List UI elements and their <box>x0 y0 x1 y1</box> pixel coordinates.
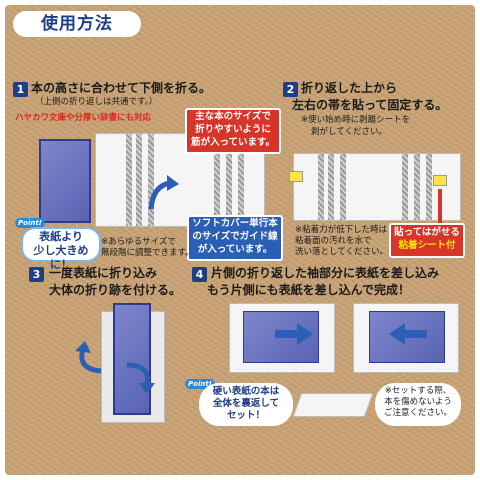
step-1-heading: 本の高さに合わせて下側を折る。 <box>31 81 212 95</box>
right-tape-strip <box>433 175 447 186</box>
adhesive-note: ※粘着力が低下した時は 粘着面の汚れを水で 洗い落としてください。 <box>295 225 388 257</box>
step-3-heading-1: 一度表紙に折り込み <box>49 266 158 280</box>
step-2-note-1: ※使い始め時に剥離シートを <box>301 115 411 125</box>
page-title: 使用方法 <box>13 11 141 37</box>
red-pointer-line <box>438 189 442 225</box>
fold-up-arrow-icon <box>148 175 179 210</box>
step-3-heading-2: 大体の折り跡を付ける。 <box>49 283 182 297</box>
instruction-panel: 使用方法 1 本の高さに合わせて下側を折る。 （上側の折り返しは共通です。） ハ… <box>5 5 475 475</box>
fold-right-arrow-icon <box>126 362 155 394</box>
careful-note: ※セットする際、 本を傷めないよう ご注意ください。 <box>375 383 461 426</box>
folded-sheet-illustration <box>293 153 461 221</box>
step-4-heading-1: 片側の折り返した袖部分に表紙を差し込み <box>211 266 440 280</box>
step-2-number: 2 <box>283 82 298 97</box>
step-4-heading-2: もう片側にも表紙を差し込んで完成！ <box>207 283 411 297</box>
step-1-red-note: ハヤカワ文庫や分厚い辞書にも対応 <box>15 113 152 123</box>
flipped-cover-illustration <box>292 393 374 417</box>
reapplicable-adhesive-callout: 貼ってはがせる 粘着シート付 <box>389 223 465 258</box>
step-2-heading-1: 折り返した上から <box>301 81 398 95</box>
step-1-note: （上側の折り返しは共通です。） <box>35 97 158 107</box>
book-illustration <box>39 139 91 223</box>
step-2-heading-2: 左右の帯を貼って固定する。 <box>292 98 448 112</box>
fold-left-arrow-icon <box>75 341 102 374</box>
guide-line-callout: ソフトカバー単行本 のサイズでガイド線 が入っています。 <box>187 215 283 261</box>
any-size-note: ※あらゆるサイズで 無段階に調整できます。 <box>101 237 194 258</box>
step-1-number: 1 <box>13 82 28 97</box>
hard-cover-tip: 硬い表紙の本は 全体を裏返して セット！ <box>199 383 293 426</box>
insert-left-arrow-icon <box>389 323 427 345</box>
crease-callout: 主な本のサイズで 折りやすいように 筋が入っています。 <box>185 108 281 154</box>
point-tag-2: Point! <box>185 379 215 389</box>
step-2-note-2: 剥がしてください。 <box>311 127 387 137</box>
step-4-number: 4 <box>192 267 207 282</box>
point-tag: Point! <box>15 218 45 228</box>
step-3-number: 3 <box>29 267 44 282</box>
book-front-illustration <box>113 303 151 415</box>
larger-than-cover-tip: 表紙より 少し大きめに！ <box>21 227 101 271</box>
left-tape-strip <box>289 171 303 182</box>
insert-right-arrow-icon <box>275 323 313 345</box>
